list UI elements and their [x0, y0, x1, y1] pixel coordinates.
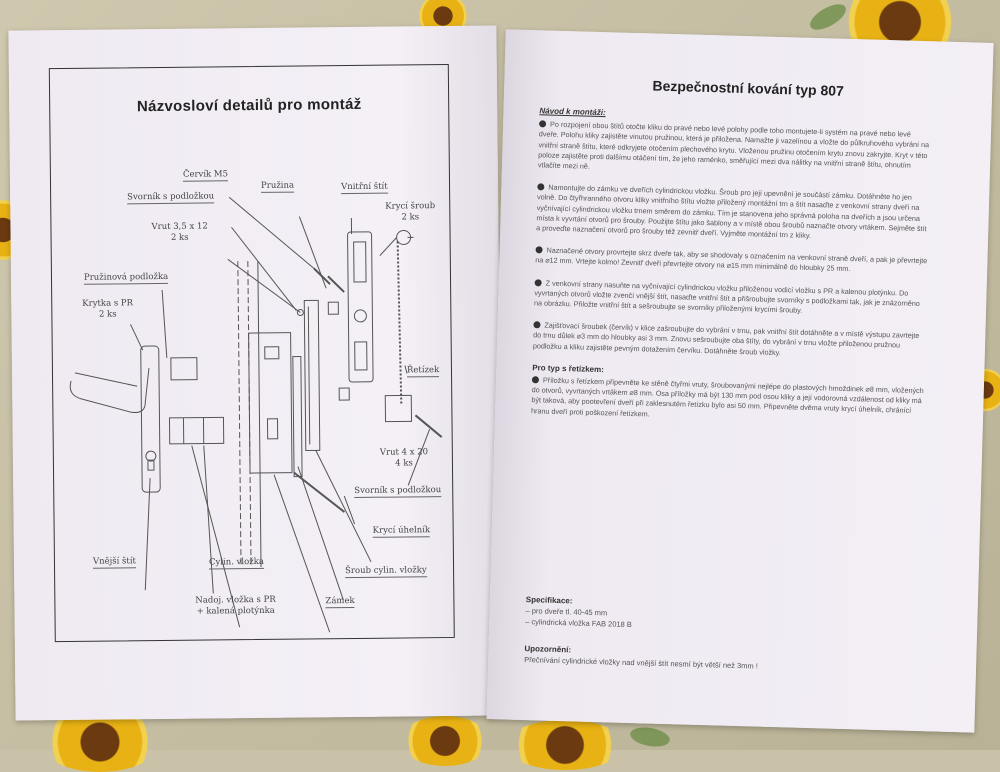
bullet-icon — [537, 183, 544, 190]
install-step-2-text: Namontujte do zámku ve dveřích cylindric… — [536, 183, 927, 240]
label-zamek: Zámek — [325, 596, 354, 608]
label-cylin-vlozka: Cylin. vložka — [209, 557, 264, 570]
bullet-icon — [533, 321, 540, 328]
right-page: Bezpečnostní kování typ 807 Návod k mont… — [486, 29, 993, 732]
label-vnejsi-stit: Vnější štít — [93, 556, 136, 568]
label-cervik: Červík M5 — [183, 169, 228, 181]
instruction-leaflet: Názvosloví detailů pro montáž — [0, 0, 1000, 750]
label-vrut-bottom-qty: 4 ks — [380, 458, 428, 470]
label-kryci-uhelnik: Krycí úhelník — [373, 525, 431, 538]
install-step-5-text: Zajišťovací šroubek (červík) v klice zaš… — [533, 321, 920, 357]
label-vnitrni-stit: Vnitřní štít — [341, 182, 388, 194]
bullet-icon — [535, 279, 542, 286]
label-vrut-top: Vrut 3,5 x 12 2 ks — [151, 221, 208, 244]
label-kryci-sroub-qty: 2 ks — [385, 212, 435, 224]
label-krytka-qty: 2 ks — [82, 309, 133, 321]
install-step-1: Po rozpojení obou štítů otočte kliku do … — [538, 119, 931, 181]
label-kryci-sroub-text: Krycí šroub — [385, 201, 435, 213]
install-step-5: Zajišťovací šroubek (červík) v klice zaš… — [533, 320, 926, 362]
label-kryci-sroub: Krycí šroub 2 ks — [385, 201, 435, 224]
label-nadoj-text-2: + kalená plotýnka — [195, 606, 275, 618]
install-step-4-text: Z venkovní strany nasuňte na vyčnívající… — [534, 278, 920, 315]
install-step-2: Namontujte do zámku ve dveřích cylindric… — [536, 182, 929, 244]
bullet-icon — [539, 120, 546, 127]
install-step-3: Naznačené otvory provrtejte skrz dveře t… — [535, 245, 927, 276]
label-krytka: Krytka s PR 2 ks — [82, 298, 133, 321]
label-svornik-bottom: Svorník s podložkou — [354, 485, 441, 498]
label-retizek: Řetízek — [407, 365, 439, 377]
label-nadoj-text: Nadoj. vložka s PR — [195, 595, 275, 607]
label-svornik-top: Svorník s podložkou — [127, 191, 214, 204]
label-pruzinova-podlozka: Pružinová podložka — [84, 272, 168, 285]
left-page: Názvosloví detailů pro montáž — [8, 25, 503, 720]
label-nadoj: Nadoj. vložka s PR + kalená plotýnka — [195, 595, 276, 618]
chain-paragraph: Příložku s řetízkem připevněte ke stěně … — [531, 375, 924, 427]
spec-section: Specifikace: – pro dveře tl. 40-45 mm – … — [524, 594, 918, 676]
label-vrut-bottom-text: Vrut 4 x 20 — [380, 447, 428, 459]
label-vrut-top-text: Vrut 3,5 x 12 — [151, 221, 207, 233]
label-pruzina: Pružina — [261, 181, 294, 193]
install-step-3-text: Naznačené otvory provrtejte skrz dveře t… — [535, 246, 927, 274]
install-section: Návod k montáži: Po rozpojení obou štítů… — [531, 106, 931, 427]
diagram-frame: Názvosloví detailů pro montáž — [49, 64, 455, 642]
label-vrut-bottom: Vrut 4 x 20 4 ks — [380, 447, 428, 470]
install-step-1-text: Po rozpojení obou štítů otočte kliku do … — [538, 120, 929, 171]
exploded-view-drawing — [50, 65, 454, 641]
label-krytka-text: Krytka s PR — [82, 298, 133, 310]
bullet-icon — [535, 246, 542, 253]
bullet-icon — [532, 376, 539, 383]
install-step-4: Z venkovní strany nasuňte na vyčnívající… — [534, 278, 927, 320]
page-title: Bezpečnostní kování typ 807 — [504, 73, 992, 103]
label-vrut-top-qty: 2 ks — [152, 232, 208, 244]
label-sroub-cylin: Šroub cylin. vložky — [345, 565, 427, 578]
